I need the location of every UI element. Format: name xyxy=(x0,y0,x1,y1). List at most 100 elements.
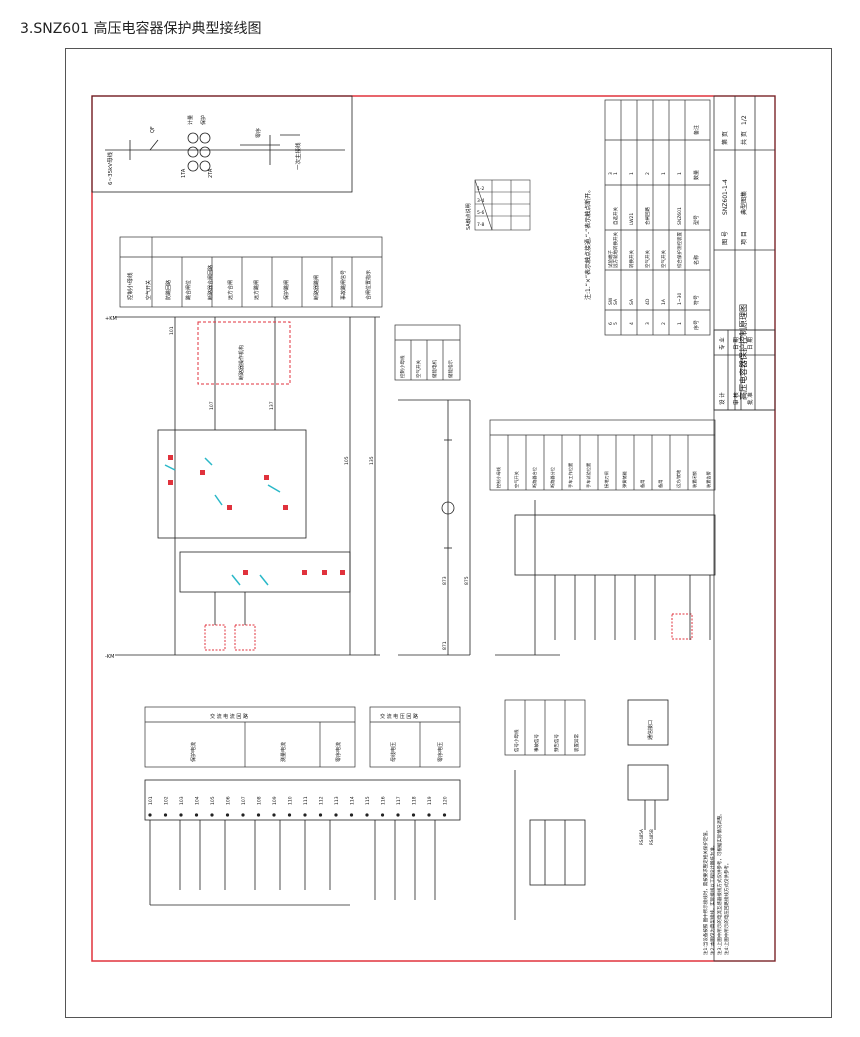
terminal-101: 101 xyxy=(148,796,154,805)
ft1-item-2: 跳合闸位 xyxy=(185,280,192,300)
eq-h-note: 备注 xyxy=(693,125,700,135)
terminal-dot xyxy=(225,813,230,817)
ft1-item-8: 事故跳闸信号 xyxy=(340,270,347,300)
terminal-106: 106 xyxy=(226,796,232,805)
eq-r3-no: 3 xyxy=(645,322,651,325)
contact-table xyxy=(474,179,531,231)
ft3-item-12: 装置告警 xyxy=(705,470,712,488)
current-h-2: 零序电流 xyxy=(335,742,342,762)
ft1-item-9: 合闸位置指示 xyxy=(365,270,372,300)
wire-873: 873 xyxy=(442,576,448,585)
eq-r5-sym: SA xyxy=(613,298,619,305)
terminal-119: 119 xyxy=(427,796,433,805)
eq-r5-name: 远方就地转换开关 xyxy=(612,232,619,268)
sign-date-2: 日 期 xyxy=(747,337,754,350)
page-title: 3.SNZ601 高压电容器保护典型接线图 xyxy=(20,21,262,37)
ft2-item-1: 空气开关 xyxy=(415,360,422,378)
drawing-no: SNZ601-1-4 xyxy=(722,179,729,215)
terminal-dot xyxy=(365,813,369,817)
eq-r3-sym: 4D xyxy=(645,298,651,305)
eq-r5-qty: 1 xyxy=(613,172,619,175)
terminal-strip xyxy=(144,779,461,821)
ft3-item-10: 远方/就地 xyxy=(675,469,682,488)
eq-r2-name: 空气开关 xyxy=(660,250,667,268)
drawing-no-label: 图 号 xyxy=(722,231,729,245)
mark-meter: 计量 xyxy=(187,115,194,125)
ft3-item-1: 空气开关 xyxy=(513,471,520,488)
line-label: 一次主接线 xyxy=(294,142,302,170)
signal-circuit xyxy=(514,770,586,920)
sig-item-1: 事故信号 xyxy=(533,734,540,752)
contact-5-6: 5-6 xyxy=(477,210,484,216)
control-circuit xyxy=(115,316,380,656)
mark-zero: 零序 xyxy=(255,128,262,138)
plus-km-1: +KM xyxy=(105,316,117,322)
eq-r2-sym: 1A xyxy=(661,298,667,305)
mechanism-box xyxy=(197,321,291,385)
func-table-1 xyxy=(119,236,383,308)
page-label: 第 页 xyxy=(721,131,729,145)
contact-markers xyxy=(164,455,345,586)
terminal-dot xyxy=(256,813,261,817)
eq-r3-qty: 2 xyxy=(645,172,651,175)
equipment-table xyxy=(604,99,711,336)
contact-3-4: 3-4 xyxy=(477,198,484,204)
eq-r1-name: 综合保护测控装置 xyxy=(676,232,683,268)
terminal-dot xyxy=(318,813,323,817)
comm-label: 通信接口 xyxy=(647,720,654,740)
contact-title: SA触点说明 xyxy=(465,203,472,230)
terminal-114: 114 xyxy=(350,796,356,805)
func-table-2 xyxy=(394,324,461,381)
wire-137: 137 xyxy=(269,401,275,410)
eq-r4-qty: 1 xyxy=(629,172,635,175)
wire-871: 871 xyxy=(442,641,448,650)
comm-port-a: RS485A xyxy=(639,829,644,845)
current-table xyxy=(144,706,356,768)
ft3-item-6: 接地刀闸 xyxy=(603,471,610,488)
terminal-120: 120 xyxy=(443,796,449,805)
test-terminal-1 xyxy=(204,624,226,651)
mechanism-label: 断路器操作机构 xyxy=(238,345,245,380)
eq-r2-qty: 1 xyxy=(661,172,667,175)
eq-r3-name: 空气开关 xyxy=(644,250,651,268)
voltage-h-0: 母线电压 xyxy=(390,742,397,762)
terminal-dot xyxy=(334,813,338,817)
terminal-dot xyxy=(272,813,276,817)
motor-circuit xyxy=(398,399,471,656)
terminal-111: 111 xyxy=(303,796,309,805)
terminal-105: 105 xyxy=(210,796,216,805)
outer-frame xyxy=(65,48,832,1018)
sign-approver: 批 准 xyxy=(746,392,754,405)
terminal-dot xyxy=(349,813,354,817)
eq-r2-no: 2 xyxy=(661,322,667,325)
drawing-border xyxy=(91,95,776,962)
current-h-1: 测量电流 xyxy=(280,742,287,762)
ft3-item-4: 手车工作位置 xyxy=(567,463,574,488)
eq-r1-qty: 1 xyxy=(677,172,683,175)
ft3-item-11: 装置闭锁 xyxy=(691,470,698,488)
test-terminal-2 xyxy=(234,624,256,651)
comm-port-b: RS485B xyxy=(649,829,654,845)
sign-major: 专 业 xyxy=(718,337,726,350)
ft1-item-1: 防跳回路 xyxy=(165,280,172,300)
ft3-item-2: 断路器合位 xyxy=(531,467,538,488)
ta1-label: 1TA xyxy=(181,168,187,178)
sig-item-0: 信号小母线 xyxy=(513,729,520,752)
current-sub: 交 流 电 流 回 路 xyxy=(210,713,248,720)
signal-table xyxy=(504,699,586,756)
ft3-item-8: 备用 xyxy=(639,480,646,488)
sign-date-1: 日 期 xyxy=(733,337,740,350)
ft1-title: 控制小母线 xyxy=(126,272,134,300)
eq-r4-no: 4 xyxy=(629,322,635,325)
qf-label: QF xyxy=(150,126,156,133)
terminal-107: 107 xyxy=(241,796,247,805)
ft2-item-2: 储能电机 xyxy=(431,360,438,378)
terminal-102: 102 xyxy=(164,796,170,805)
eq-h-type: 型号 xyxy=(693,215,700,225)
note-2: 注2:本图仅为典型接线，实际接线以工程设计图纸为准。 xyxy=(709,843,716,955)
ft1-item-5: 远方跳闸 xyxy=(253,280,260,300)
voltage-sub: 交 流 电 压 回 路 xyxy=(380,713,418,720)
terminal-dot xyxy=(148,813,152,817)
